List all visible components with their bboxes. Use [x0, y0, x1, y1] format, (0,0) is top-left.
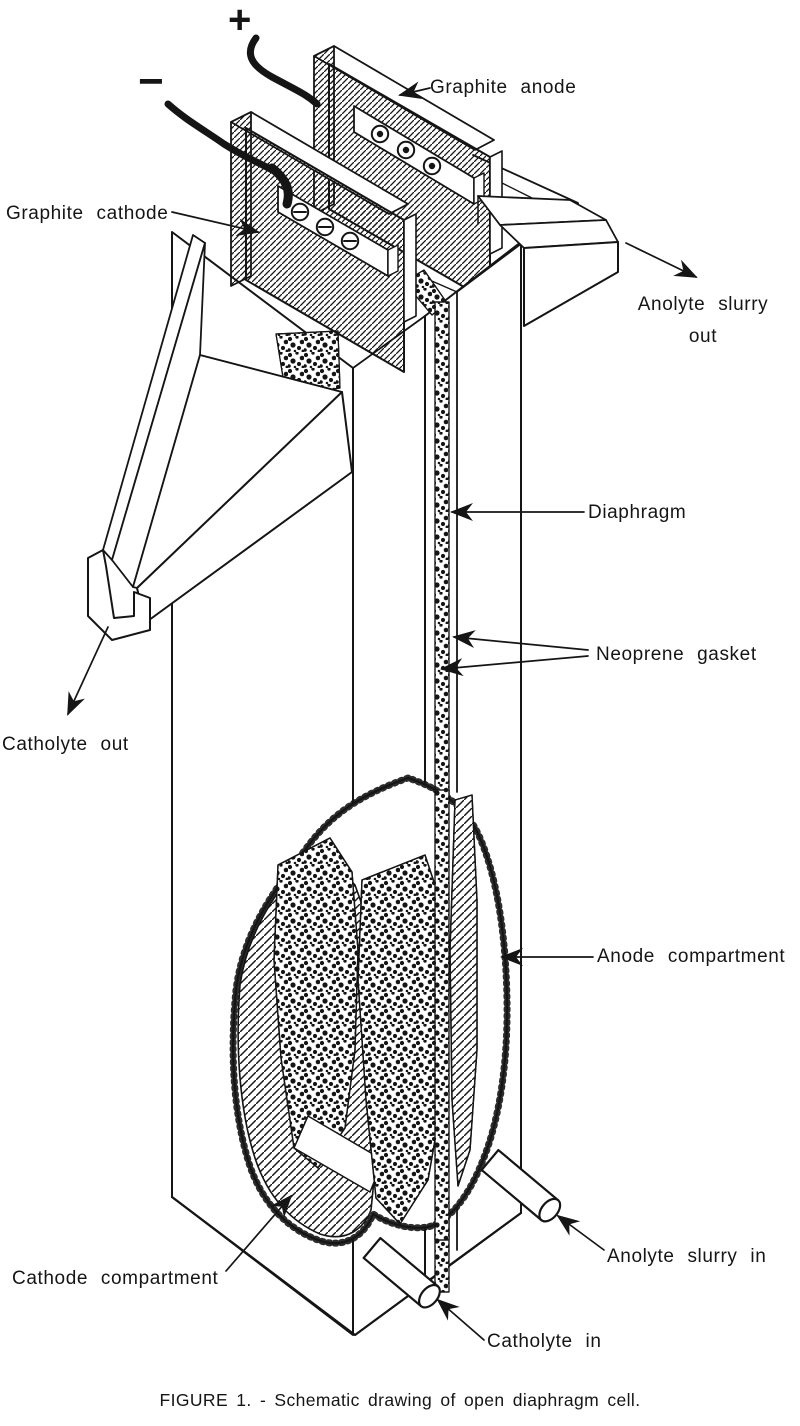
positive-terminal-sign: + [228, 0, 252, 42]
label-catholyte-out: Catholyte out [2, 734, 129, 755]
label-anolyte-slurry-in: Anolyte slurry in [607, 1246, 767, 1267]
catholyte-inlet-pipe [362, 1236, 441, 1309]
negative-terminal-sign: − [138, 57, 164, 106]
label-cathode-compartment: Cathode compartment [12, 1268, 219, 1289]
figure-caption: FIGURE 1. - Schematic drawing of open di… [159, 1390, 641, 1410]
leader-catholyte-out [67, 626, 109, 716]
leader-anolyte-out [625, 242, 698, 278]
label-graphite-cathode: Graphite cathode [6, 203, 169, 224]
anode-terminal-icon [370, 124, 442, 176]
leader-catholyte-in [436, 1298, 485, 1341]
label-neoprene-gasket: Neoprene gasket [596, 644, 757, 665]
label-anolyte-slurry-out: Anolyte slurry out [613, 289, 793, 353]
launder-spout [87, 549, 151, 641]
leader-graphite-cathode [171, 211, 260, 237]
label-anolyte-slurry-out-line1: Anolyte slurry [637, 294, 769, 315]
leader-graphite-anode [398, 81, 431, 99]
negative-wire [164, 100, 293, 209]
anode-bus-bar [353, 105, 485, 205]
label-graphite-anode: Graphite anode [430, 77, 577, 98]
leader-gasket-lower [440, 655, 589, 677]
cathode-bus-bar [277, 185, 399, 277]
leader-anolyte-in [556, 1214, 605, 1251]
leader-arrows [67, 81, 698, 1341]
cathode-terminal-icon [290, 202, 360, 251]
leader-cathode-compartment [225, 1194, 293, 1272]
label-diaphragm: Diaphragm [588, 502, 687, 523]
label-anolyte-slurry-out-line2: out [688, 326, 718, 347]
positive-wire [247, 34, 321, 108]
label-catholyte-in: Catholyte in [487, 1331, 602, 1352]
leader-gasket-upper [452, 630, 589, 651]
cutaway-section [229, 774, 511, 1247]
anolyte-out-trough [477, 195, 619, 327]
anolyte-inlet-pipe [480, 1148, 562, 1223]
catholyte-launder [87, 234, 353, 641]
label-anode-compartment: Anode compartment [597, 946, 786, 967]
